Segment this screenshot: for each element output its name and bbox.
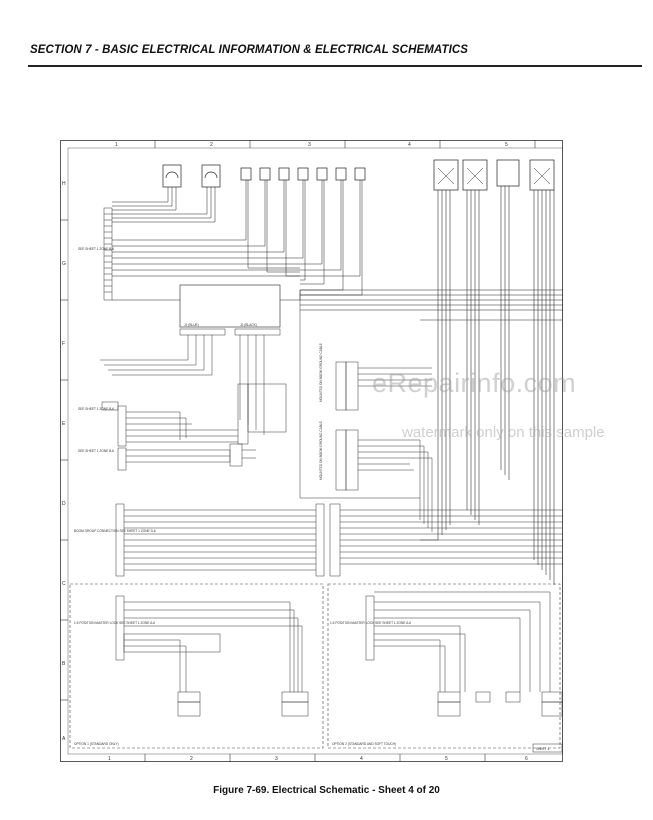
electrical-schematic: 1 2 3 4 5 1 2 3 4 5 6 H G F E D C B A SE… [60,140,563,762]
section-title: SECTION 7 - BASIC ELECTRICAL INFORMATION… [30,44,469,56]
column-number: 1 [108,756,111,762]
row-letter: E [62,421,66,427]
module-label: MOUNTED ON BOOM GROUND CABLE [319,421,323,480]
row-letter: G [62,261,66,267]
option-label: OPTION 1 (STANDARD ONLY) [74,742,119,746]
row-letter: B [62,661,66,667]
column-number: 1 [115,142,118,148]
column-number: 2 [210,142,213,148]
row-letter: C [62,581,66,587]
schematic-drawing: 1 2 3 4 5 1 2 3 4 5 6 H G F E D C B A SE… [60,140,563,762]
module-label: MOUNTED ON BOOM GROUND CABLE [319,343,323,402]
column-number: 2 [190,756,193,762]
connector-label: J1 (BLUE) [184,323,199,327]
figure-caption: Figure 7-69. Electrical Schematic - Shee… [213,785,440,796]
row-letter: A [62,736,66,742]
sheet-ref-label: 1.5 POSITION MASTER LOCK SEE SHEET 1 ZON… [330,621,411,625]
column-number: 5 [445,756,448,762]
header-divider [28,65,642,67]
sheet-ref-label: BOOM GROUP CONNECTION SEE SHEET 1 ZONE D… [74,529,156,533]
column-number: 3 [275,756,278,762]
sheet-tag: SHEET 4 [536,747,549,751]
sheet-ref-label: SEE SHEET 1 ZONE B-6 [78,407,114,411]
row-letter: H [62,181,66,187]
row-letter: F [62,341,65,347]
watermark-note: watermark only on this sample [402,424,605,441]
column-number: 3 [308,142,311,148]
sheet-ref-label: SEE SHEET 1 ZONE B-6 [78,449,114,453]
column-number: 4 [408,142,411,148]
column-number: 5 [505,142,508,148]
row-letter: D [62,501,66,507]
connector-label: J2 (BLACK) [240,323,257,327]
column-number: 6 [525,756,528,762]
column-number: 4 [360,756,363,762]
sheet-ref-label: SEE SHEET 1 ZONE B-6 [78,247,114,251]
option-label: OPTION 2 (STANDARD AND SOFT TOUCH) [332,742,396,746]
watermark-site: eRepairinfo.com [372,368,577,398]
sheet-ref-label: 1.5 POSITION MASTER LOCK SEE SHEET 1 ZON… [74,621,155,625]
